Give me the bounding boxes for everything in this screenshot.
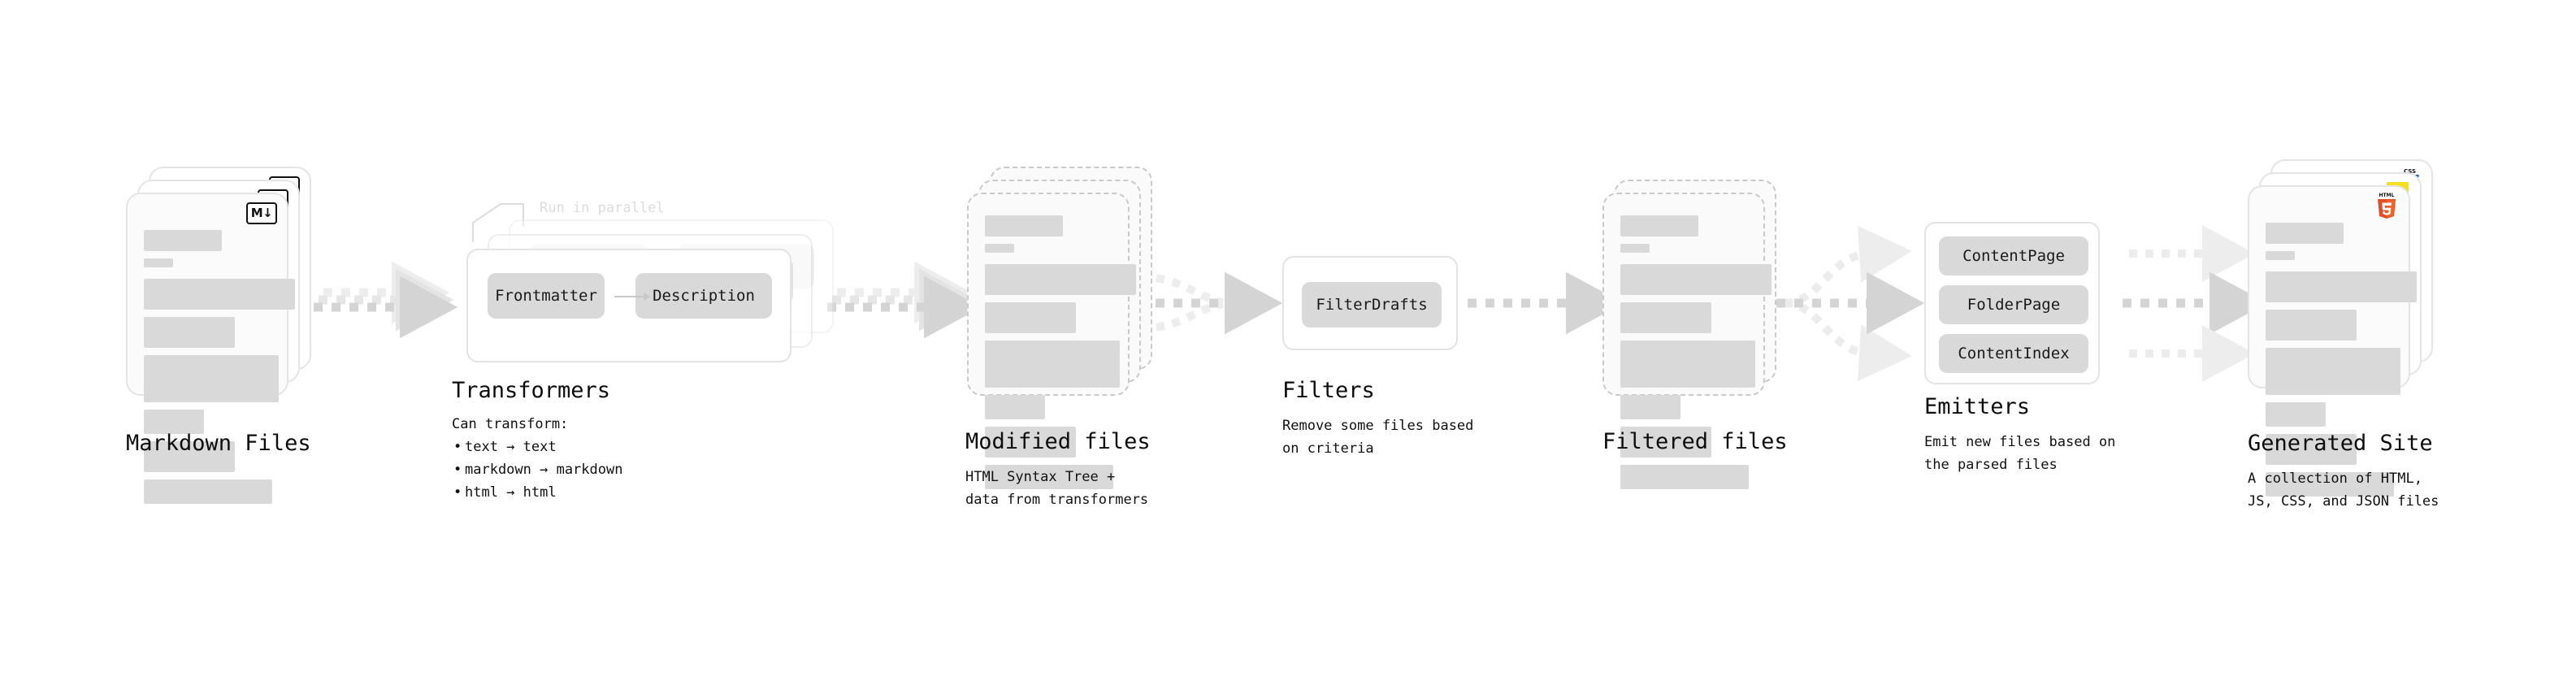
filters-title: Filters bbox=[1282, 378, 1375, 403]
content-bar bbox=[985, 244, 1014, 253]
content-bar bbox=[144, 410, 204, 434]
filter-chip-filterdrafts-label: FilterDrafts bbox=[1316, 296, 1428, 314]
content-bar bbox=[985, 215, 1063, 236]
connector-filtered-to-emitters bbox=[1776, 225, 1925, 382]
content-bar bbox=[1620, 395, 1680, 419]
modified-files-title: Modified files bbox=[965, 429, 1151, 454]
content-bar bbox=[985, 465, 1113, 489]
transformer-box-front[interactable]: Frontmatter Description bbox=[466, 249, 791, 362]
content-bar bbox=[2266, 271, 2417, 302]
transformers-list-lead: Can transform: bbox=[452, 416, 569, 432]
content-bar bbox=[144, 317, 235, 348]
transformers-capabilities: Can transform: text → text markdown → ma… bbox=[452, 413, 622, 504]
connector-md-to-transformers bbox=[314, 261, 458, 339]
content-bar bbox=[144, 479, 272, 504]
emitters-box[interactable]: ContentPage FolderPage ContentIndex bbox=[1924, 222, 2100, 384]
emitter-chip-folderpage-label: FolderPage bbox=[1967, 296, 2061, 314]
emitters-title: Emitters bbox=[1924, 394, 2031, 419]
emitter-chip-folderpage[interactable]: FolderPage bbox=[1939, 285, 2088, 324]
filtered-file-content bbox=[1620, 215, 1772, 497]
content-bar bbox=[2266, 310, 2357, 340]
content-bar bbox=[985, 427, 1076, 458]
filtered-files-title: Filtered files bbox=[1602, 429, 1788, 454]
generated-site-title: Generated Site bbox=[2248, 431, 2433, 456]
content-bar bbox=[985, 264, 1136, 295]
content-bar bbox=[1620, 244, 1650, 253]
run-in-parallel-label: Run in parallel bbox=[540, 200, 665, 216]
content-bar bbox=[2266, 348, 2400, 395]
content-bar bbox=[985, 302, 1076, 333]
content-bar bbox=[1620, 215, 1698, 236]
transformer-chip-frontmatter-label: Frontmatter bbox=[495, 287, 597, 305]
markdown-file-card-front[interactable]: M↓ bbox=[126, 193, 295, 504]
content-bar bbox=[2266, 251, 2295, 260]
transformer-chip-description[interactable]: Description bbox=[635, 273, 772, 319]
filter-chip-filterdrafts[interactable]: FilterDrafts bbox=[1302, 282, 1442, 327]
svg-text:CSS: CSS bbox=[2404, 168, 2416, 175]
generated-site-subtitle: A collection of HTML, JS, CSS, and JSON … bbox=[2248, 471, 2439, 510]
content-bar bbox=[2266, 402, 2326, 427]
content-bar bbox=[144, 441, 235, 472]
transformers-list-item-0: text → text bbox=[453, 436, 622, 458]
emitters-subtitle: Emit new files based on the parsed files bbox=[1924, 434, 2116, 474]
run-in-parallel-bracket bbox=[472, 203, 524, 242]
transformers-list-item-2: html → html bbox=[453, 481, 622, 504]
emitter-chip-contentindex-label: ContentIndex bbox=[1958, 345, 2070, 362]
transformers-title: Transformers bbox=[452, 378, 611, 403]
content-bar bbox=[1620, 340, 1755, 388]
transformer-chip-frontmatter[interactable]: Frontmatter bbox=[488, 273, 605, 319]
filtered-file-card-front[interactable] bbox=[1602, 193, 1772, 489]
emitter-chip-contentpage[interactable]: ContentPage bbox=[1939, 236, 2088, 275]
transformers-group: Run in parallel Frontmatter bbox=[452, 200, 842, 364]
svg-text:HTML: HTML bbox=[2379, 193, 2395, 198]
markdown-icon: M↓ bbox=[246, 202, 277, 224]
generated-file-content bbox=[2266, 223, 2417, 504]
content-bar bbox=[1620, 264, 1772, 295]
connector-modified-to-filters bbox=[1138, 271, 1283, 335]
transformer-inner-arrow bbox=[614, 293, 651, 301]
content-bar bbox=[144, 355, 279, 402]
content-bar bbox=[2266, 223, 2344, 244]
content-bar bbox=[1620, 302, 1711, 333]
generated-file-card-html[interactable]: HTML bbox=[2248, 185, 2417, 497]
content-bar bbox=[985, 340, 1120, 388]
content-bar bbox=[2266, 434, 2357, 465]
content-bar bbox=[144, 230, 222, 251]
filters-subtitle: Remove some files based on criteria bbox=[1282, 418, 1474, 458]
transformers-list-item-1: markdown → markdown bbox=[453, 458, 623, 481]
emitter-chip-contentpage-label: ContentPage bbox=[1962, 247, 2065, 265]
content-bar bbox=[1620, 427, 1711, 458]
content-bar bbox=[144, 279, 295, 310]
html5-icon: HTML bbox=[2378, 193, 2396, 219]
transformers-list: text → text markdown → markdown html → h… bbox=[452, 436, 623, 504]
markdown-files-title: Markdown Files bbox=[126, 431, 311, 456]
content-bar bbox=[1620, 465, 1749, 489]
emitter-chip-contentindex[interactable]: ContentIndex bbox=[1939, 334, 2088, 373]
content-bar bbox=[2266, 472, 2394, 497]
content-bar bbox=[985, 395, 1045, 419]
modified-file-card-front[interactable] bbox=[967, 193, 1136, 489]
markdown-file-content bbox=[144, 230, 295, 511]
filters-box[interactable]: FilterDrafts bbox=[1282, 256, 1458, 350]
modified-files-subtitle: HTML Syntax Tree + data from transformer… bbox=[965, 469, 1149, 509]
connector-transformers-to-modified bbox=[827, 261, 982, 339]
connector-emitters-to-site bbox=[2123, 225, 2268, 382]
modified-file-content bbox=[985, 215, 1136, 497]
transformer-chip-description-label: Description bbox=[653, 287, 755, 305]
content-bar bbox=[144, 258, 173, 267]
